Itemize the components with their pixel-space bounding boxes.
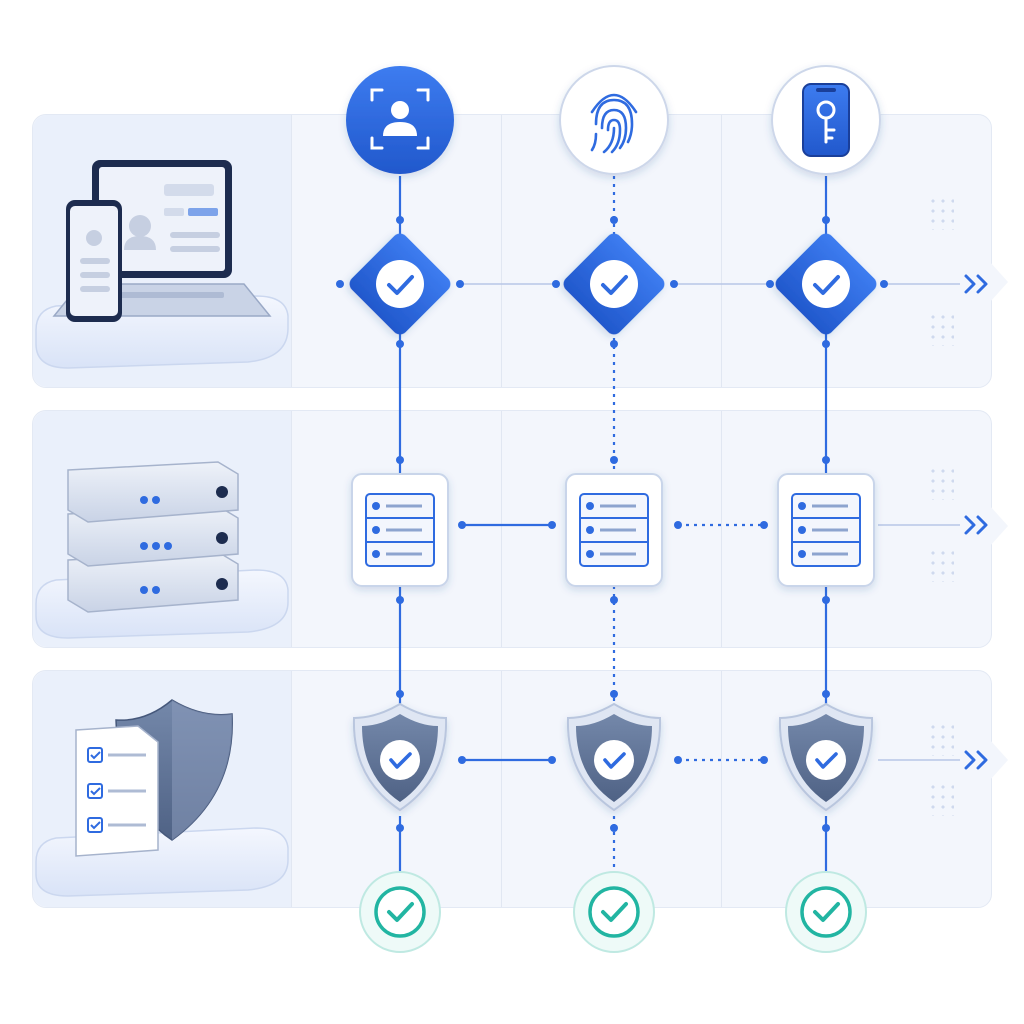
laptop-phone-icon bbox=[35, 160, 289, 369]
band-arrow-tip bbox=[990, 262, 1008, 302]
server-list-icon bbox=[565, 473, 663, 587]
decor-dots bbox=[928, 312, 954, 346]
face-id-icon bbox=[346, 66, 454, 174]
check-diamond-icon bbox=[775, 233, 877, 335]
cell-divider bbox=[291, 411, 292, 647]
server-stack-icon bbox=[35, 461, 289, 639]
decor-dots bbox=[928, 722, 954, 756]
check-diamond-icon bbox=[563, 233, 665, 335]
decor-dots bbox=[928, 196, 954, 230]
double-chevron-right-icon bbox=[964, 274, 988, 294]
teal-check-icon bbox=[785, 871, 867, 953]
shield-check-icon bbox=[352, 702, 448, 812]
connector-dots bbox=[336, 216, 888, 832]
server-list-icon bbox=[777, 473, 875, 587]
cell-divider bbox=[721, 411, 722, 647]
check-diamond-icon bbox=[349, 233, 451, 335]
decor-dots bbox=[928, 548, 954, 582]
shield-check-icon bbox=[566, 702, 662, 812]
decor-dots bbox=[928, 466, 954, 500]
fingerprint-icon bbox=[559, 65, 669, 175]
cell-divider bbox=[291, 671, 292, 907]
cell-divider bbox=[501, 411, 502, 647]
teal-check-icon bbox=[573, 871, 655, 953]
band-arrow-tip bbox=[990, 506, 1008, 546]
cell-divider bbox=[501, 671, 502, 907]
cell-divider bbox=[721, 671, 722, 907]
checklist-shield-icon bbox=[35, 699, 289, 897]
double-chevron-right-icon bbox=[964, 515, 988, 535]
band-arrow-tip bbox=[990, 740, 1008, 780]
phone-key-icon bbox=[771, 65, 881, 175]
shield-check-icon bbox=[778, 702, 874, 812]
cell-divider bbox=[501, 115, 502, 387]
double-chevron-right-icon bbox=[964, 750, 988, 770]
decor-dots bbox=[928, 782, 954, 816]
teal-check-icon bbox=[359, 871, 441, 953]
cell-divider bbox=[721, 115, 722, 387]
server-list-icon bbox=[351, 473, 449, 587]
cell-divider bbox=[291, 115, 292, 387]
